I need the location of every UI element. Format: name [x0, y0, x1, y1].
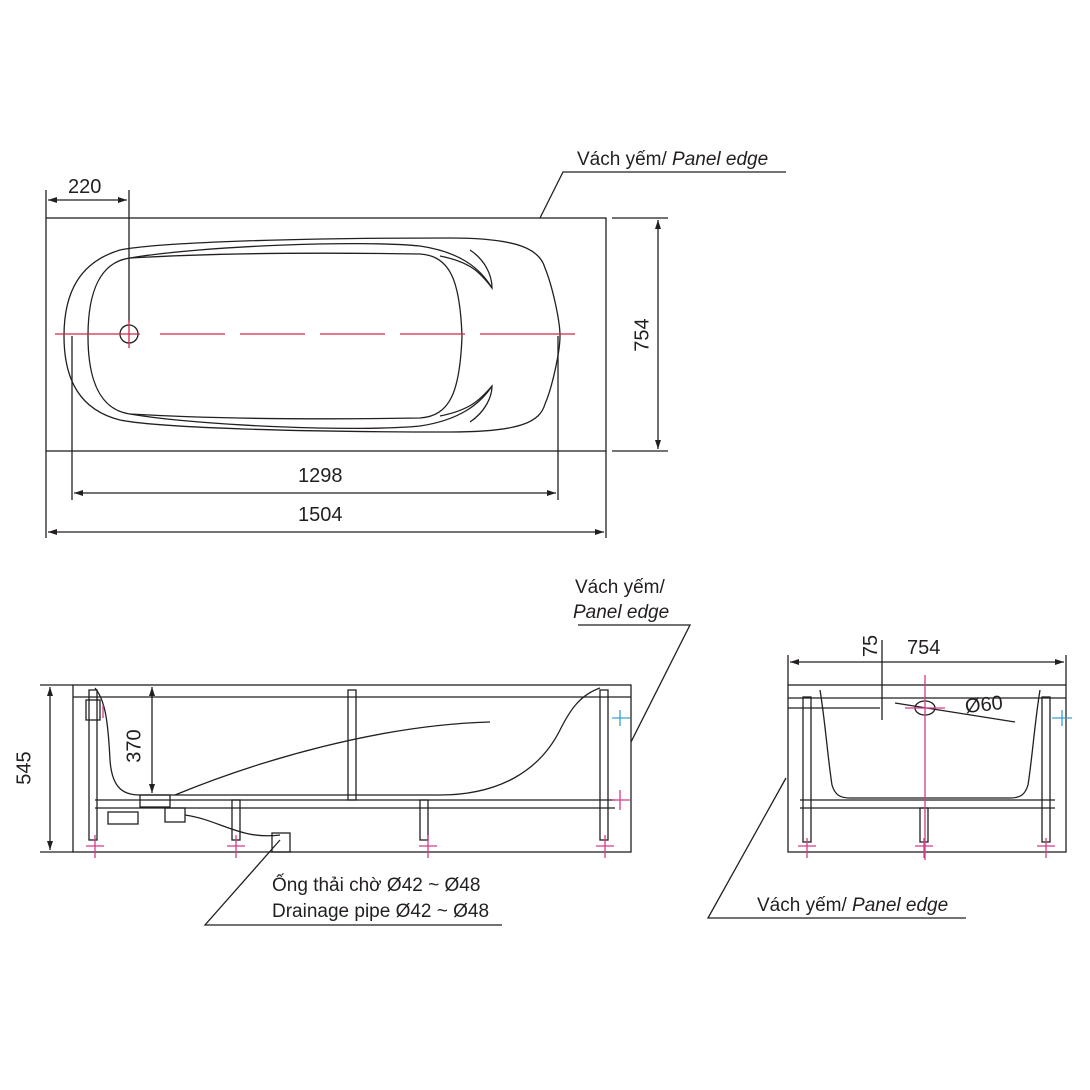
- dim-75-label: 75: [860, 634, 883, 658]
- end-view-panel-outline: [787, 684, 1067, 853]
- dim-220-label: 220: [68, 176, 102, 198]
- dim-370-label: 370: [123, 729, 146, 763]
- center-line: [55, 320, 575, 348]
- tub-side-profile: [94, 687, 601, 796]
- headrest-flare-top: [439, 249, 493, 290]
- dim-o60-label: Ø60: [963, 692, 1004, 718]
- dim-545-label: 545: [13, 751, 36, 785]
- side-panel-edge-label-en: Panel edge: [573, 602, 670, 623]
- dim-754-end-label: 754: [907, 637, 941, 659]
- floor-anchors: [86, 705, 630, 858]
- headrest-curve-bottom: [129, 385, 493, 430]
- drain-leader: [203, 839, 502, 926]
- panel-edge-leader-side: [578, 624, 692, 743]
- headrest-curve-top: [129, 242, 493, 289]
- dim-754-label: 754: [631, 318, 654, 352]
- panel-edge-leader-top: [539, 171, 786, 219]
- side-view-panel-outline: [72, 684, 632, 853]
- top-panel-edge-label: Vách yếm/ Panel edge: [577, 150, 768, 169]
- panel-label-en: Panel edge: [852, 895, 949, 916]
- panel-label-en: Panel edge: [672, 149, 769, 170]
- tub-inner-basin: [87, 252, 463, 420]
- headrest-flare-bottom: [439, 384, 493, 423]
- tub-outer-rim: [63, 237, 561, 433]
- side-panel-edge-label-vi: Vách yếm/: [575, 577, 665, 598]
- end-view-anchors: [798, 675, 1055, 860]
- dim-1504-label: 1504: [298, 504, 343, 526]
- top-view-panel-outline: [45, 217, 607, 452]
- side-view: [40, 624, 692, 926]
- dim-1298-label: 1298: [298, 465, 343, 487]
- end-view: [706, 640, 1072, 919]
- drain-label-en: Drainage pipe Ø42 ~ Ø48: [272, 901, 490, 922]
- end-panel-edge-label: Vách yếm/ Panel edge: [757, 896, 948, 915]
- panel-label-vi: Vách yếm/: [757, 895, 847, 916]
- tub-end-profile: [819, 689, 1041, 799]
- tub-backrest-curve: [174, 721, 491, 796]
- top-view: [45, 171, 786, 538]
- panel-edge-leader-end: [706, 777, 966, 919]
- panel-label-vi: Vách yếm/: [577, 149, 667, 170]
- drain-label-vi: Ống thải chờ Ø42 ~ Ø48: [272, 875, 481, 896]
